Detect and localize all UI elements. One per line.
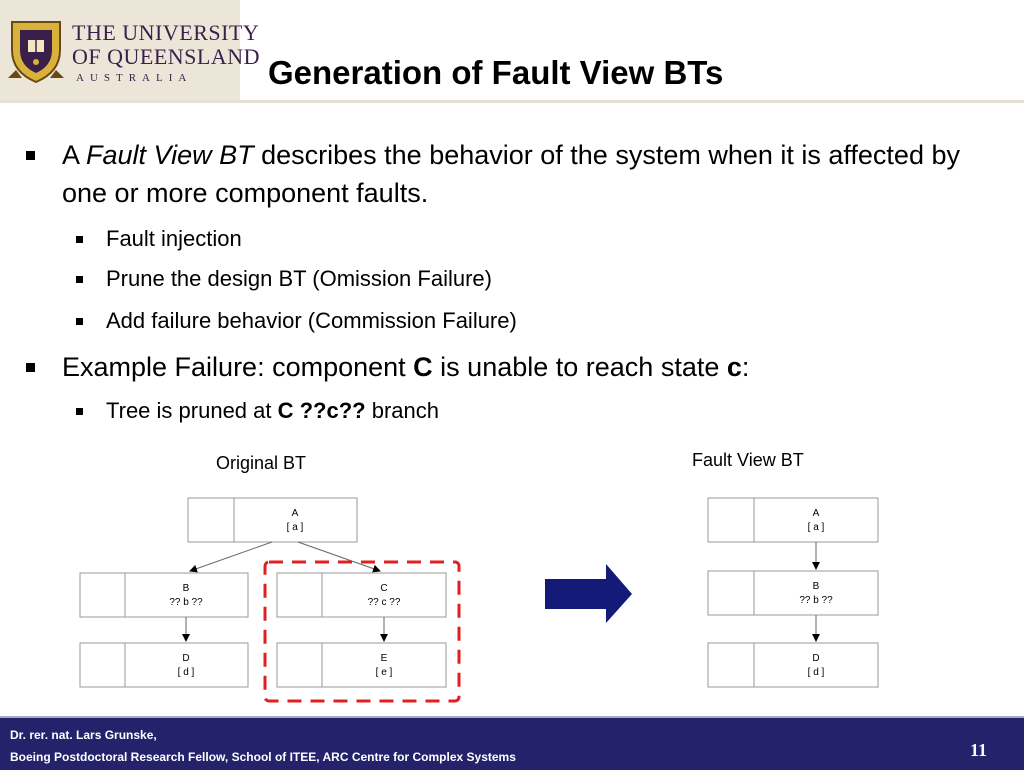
sub-bullet-text: Fault injection bbox=[106, 226, 242, 251]
university-name-line2: OF QUEENSLAND bbox=[72, 44, 260, 69]
node-component: C bbox=[380, 583, 387, 594]
node-state: ?? c ?? bbox=[368, 597, 401, 608]
fault-view-node-d: D [ d ] bbox=[707, 642, 879, 688]
slide-title: Generation of Fault View BTs bbox=[268, 54, 724, 91]
university-name-line1: THE UNIVERSITY bbox=[72, 20, 260, 45]
bullet-text-pre: A bbox=[62, 140, 87, 170]
footer-affiliation: Boeing Postdoctoral Research Fellow, Sch… bbox=[10, 750, 516, 764]
node-state: ?? b ?? bbox=[799, 595, 833, 606]
node-component: D bbox=[812, 653, 819, 664]
sub-bullet-text: Prune the design BT (Omission Failure) bbox=[106, 266, 492, 291]
sub-bullet-marker bbox=[76, 408, 83, 415]
page-number: 11 bbox=[970, 740, 988, 760]
sub-bullet-marker bbox=[76, 276, 83, 283]
transform-arrow-icon bbox=[545, 564, 632, 623]
sub-bullet-marker bbox=[76, 236, 83, 243]
node-component: B bbox=[183, 583, 190, 594]
node-state: ?? b ?? bbox=[169, 597, 203, 608]
sub-bullet-text: Add failure behavior (Commission Failure… bbox=[106, 308, 517, 333]
original-node-d: D [ d ] bbox=[79, 642, 249, 688]
university-logo: THE UNIVERSITY OF QUEENSLAND AUSTRALIA bbox=[0, 0, 260, 100]
original-bt-label: Original BT bbox=[216, 453, 307, 473]
bullet-marker bbox=[26, 151, 35, 160]
node-state: [ a ] bbox=[808, 522, 825, 533]
sub-bullet-text: Tree is pruned at C ??c?? branch bbox=[106, 396, 439, 426]
node-state: [ d ] bbox=[808, 667, 825, 678]
bullet-text-mid: is unable to reach state bbox=[432, 352, 727, 382]
node-state: [ a ] bbox=[287, 522, 304, 533]
node-component: E bbox=[381, 653, 388, 664]
node-component: A bbox=[292, 508, 299, 519]
university-crest-icon bbox=[8, 21, 64, 84]
pruned-branch-name: C ??c?? bbox=[277, 398, 366, 423]
node-component: B bbox=[813, 581, 820, 592]
edge-a-c bbox=[297, 541, 381, 573]
bullet-text: Example Failure: component C is unable t… bbox=[62, 348, 1002, 386]
pruned-branch-highlight bbox=[263, 560, 461, 703]
original-node-e: E [ e ] bbox=[276, 642, 447, 688]
bullet-text-post: : bbox=[741, 352, 750, 382]
fault-view-node-a: A [ a ] bbox=[707, 497, 879, 543]
fault-view-bt-label: Fault View BT bbox=[692, 450, 804, 470]
state-name: c bbox=[726, 352, 742, 382]
edge-a-b bbox=[189, 541, 273, 573]
bullet-text-emphasis: Fault View BT bbox=[86, 140, 254, 170]
footer-author: Dr. rer. nat. Lars Grunske, bbox=[10, 728, 157, 742]
footer-bar: Dr. rer. nat. Lars Grunske, Boeing Postd… bbox=[0, 716, 1024, 770]
bullet-marker bbox=[26, 363, 35, 372]
bullet-text-post: describes the behavior of the system whe… bbox=[62, 140, 960, 208]
node-state: [ d ] bbox=[178, 667, 195, 678]
fault-view-node-b: B ?? b ?? bbox=[707, 570, 879, 616]
node-component: D bbox=[182, 653, 189, 664]
bullet-text-pre: Example Failure: component bbox=[62, 352, 414, 382]
original-node-b: B ?? b ?? bbox=[79, 572, 249, 618]
component-name: C bbox=[413, 352, 433, 382]
header-band: THE UNIVERSITY OF QUEENSLAND AUSTRALIA G… bbox=[0, 0, 1024, 103]
university-country: AUSTRALIA bbox=[76, 72, 193, 84]
node-state: [ e ] bbox=[376, 667, 393, 678]
sub-bullet-text-post: branch bbox=[365, 398, 439, 423]
sub-bullet-text-pre: Tree is pruned at bbox=[106, 398, 278, 423]
node-component: A bbox=[813, 508, 820, 519]
bullet-text: A Fault View BT describes the behavior o… bbox=[62, 136, 1002, 212]
original-node-c: C ?? c ?? bbox=[276, 572, 447, 618]
original-node-a: A [ a ] bbox=[187, 497, 358, 543]
sub-bullet-marker bbox=[76, 318, 83, 325]
